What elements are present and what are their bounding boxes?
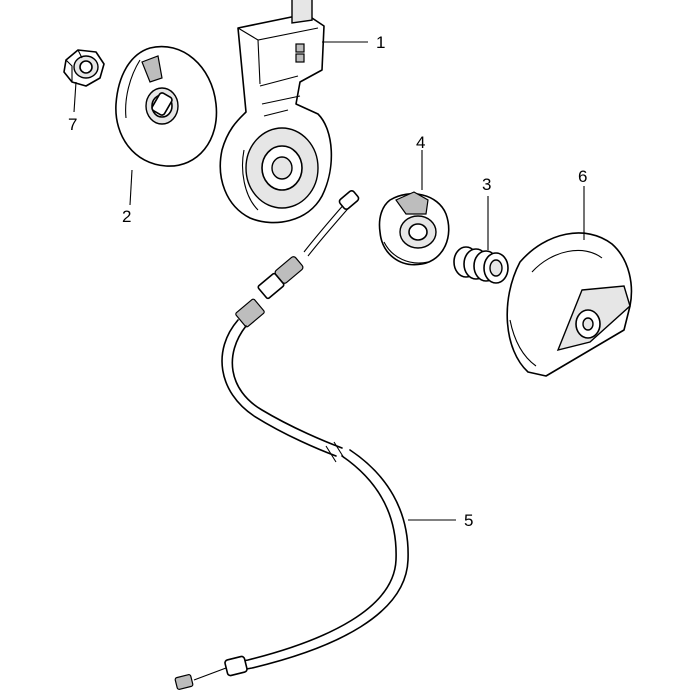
callout-1: 1 (376, 33, 385, 52)
part-4-pulley (378, 191, 450, 266)
part-2-plate (115, 45, 218, 167)
callout-5: 5 (464, 511, 473, 530)
leader-line-2 (129, 169, 133, 206)
part-5-cable (174, 190, 409, 690)
callout-3: 3 (482, 175, 491, 194)
part-7-nut (63, 49, 105, 87)
callout-4: 4 (416, 133, 425, 152)
leader-line-7 (73, 81, 77, 113)
callout-2: 2 (122, 207, 131, 226)
callout-7: 7 (68, 115, 77, 134)
part-3-spring (453, 246, 509, 284)
part-6-cover (506, 232, 633, 377)
callout-6: 6 (578, 167, 587, 186)
part-1-housing (219, 0, 333, 224)
